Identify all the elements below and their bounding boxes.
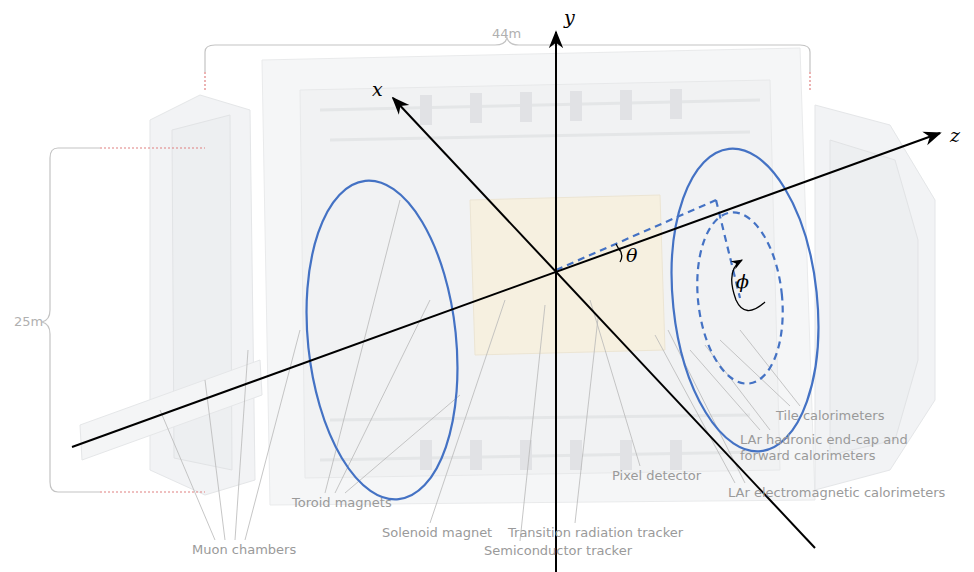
part-label: LAr electromagnetic calorimeters xyxy=(728,485,945,501)
angle-arc xyxy=(616,244,765,311)
part-label: Semiconductor tracker xyxy=(484,543,632,559)
part-label: Solenoid magnet xyxy=(382,525,492,541)
angle-label: θ xyxy=(626,244,637,266)
leader-line xyxy=(160,200,800,541)
dimension-label: 25m xyxy=(14,314,43,330)
axis-label: z xyxy=(950,124,960,146)
part-label: Tile calorimeters xyxy=(776,408,884,424)
part-label: LAr hadronic end-cap and forward calorim… xyxy=(740,432,955,464)
angle-label: ϕ xyxy=(736,270,749,292)
part-label: Pixel detector xyxy=(612,468,701,484)
axis-label: y xyxy=(564,6,575,28)
part-label: Transition radiation tracker xyxy=(508,525,683,541)
dimension-bracket xyxy=(42,38,810,492)
dimension-label: 44m xyxy=(492,26,521,42)
part-label: Toroid magnets xyxy=(292,495,392,511)
part-label: Muon chambers xyxy=(192,542,296,558)
axis-label: x xyxy=(372,78,383,100)
